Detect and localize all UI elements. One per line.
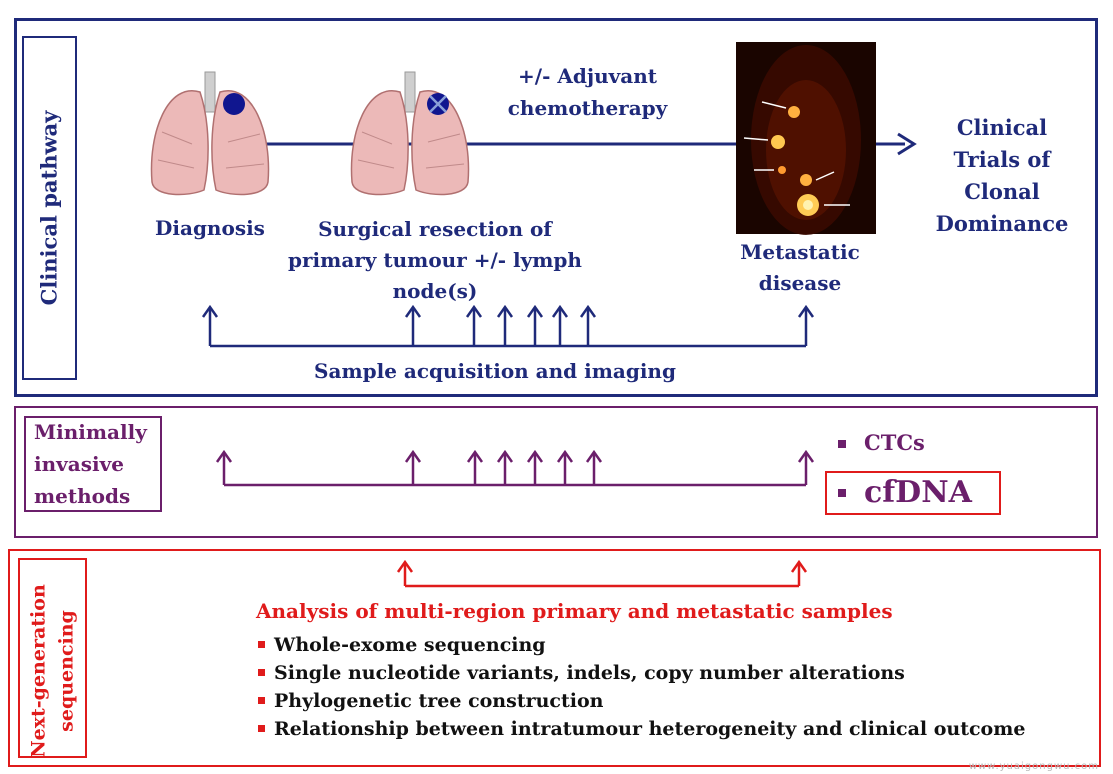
ngs-bullet-1: Whole-exome sequencing xyxy=(258,634,546,656)
sample-acquisition-arrows xyxy=(201,304,815,348)
clinical-pathway-label-box xyxy=(22,36,77,380)
pet-scan-image xyxy=(736,42,876,235)
ngs-panel xyxy=(8,549,1101,767)
cfdna-bullet xyxy=(838,489,846,497)
ngs-label: Next-generation sequencing xyxy=(27,584,78,758)
bullet-icon xyxy=(258,668,265,676)
ngs-bullet-2: Single nucleotide variants, indels, copy… xyxy=(258,662,905,684)
lung-tumour-icon xyxy=(150,71,270,196)
ctcs-label: CTCs xyxy=(864,430,925,455)
minimal-label: Minimally invasive methods xyxy=(34,420,147,508)
lung-resected-icon xyxy=(350,71,470,196)
bullet-icon xyxy=(258,640,265,648)
clinical-pathway-panel xyxy=(14,18,1098,397)
minimal-arrows xyxy=(215,449,815,487)
ngs-heading: Analysis of multi-region primary and met… xyxy=(256,599,893,623)
diagnosis-label: Diagnosis xyxy=(155,216,265,240)
ngs-bullet-3: Phylogenetic tree construction xyxy=(258,690,603,712)
surgical-label: Surgical resection of primary tumour +/-… xyxy=(288,217,582,303)
clinical-trials-label: Clinical Trials of Clonal Dominance xyxy=(935,115,1069,236)
ngs-label-box xyxy=(18,558,87,758)
adjuvant-label: +/- Adjuvant chemotherapy xyxy=(507,64,668,120)
bullet-icon xyxy=(258,696,265,704)
minimal-label-box xyxy=(24,416,162,512)
minimal-panel xyxy=(14,406,1098,538)
ngs-bullet-4: Relationship between intratumour heterog… xyxy=(258,718,1025,740)
watermark: www.yuaigongwu.com xyxy=(968,761,1099,772)
bullet-icon xyxy=(258,724,265,732)
pathway-arrowhead xyxy=(897,132,917,156)
cfdna-label: cfDNA xyxy=(864,475,972,510)
metastatic-label: Metastatic disease xyxy=(740,240,860,295)
ctcs-bullet xyxy=(838,440,846,448)
sample-acquisition-label: Sample acquisition and imaging xyxy=(314,359,676,383)
cfdna-item: cfDNA xyxy=(838,473,972,513)
cfdna-box xyxy=(825,471,1001,515)
ctcs-item: CTCs xyxy=(838,428,925,458)
ngs-arrows xyxy=(396,559,808,588)
